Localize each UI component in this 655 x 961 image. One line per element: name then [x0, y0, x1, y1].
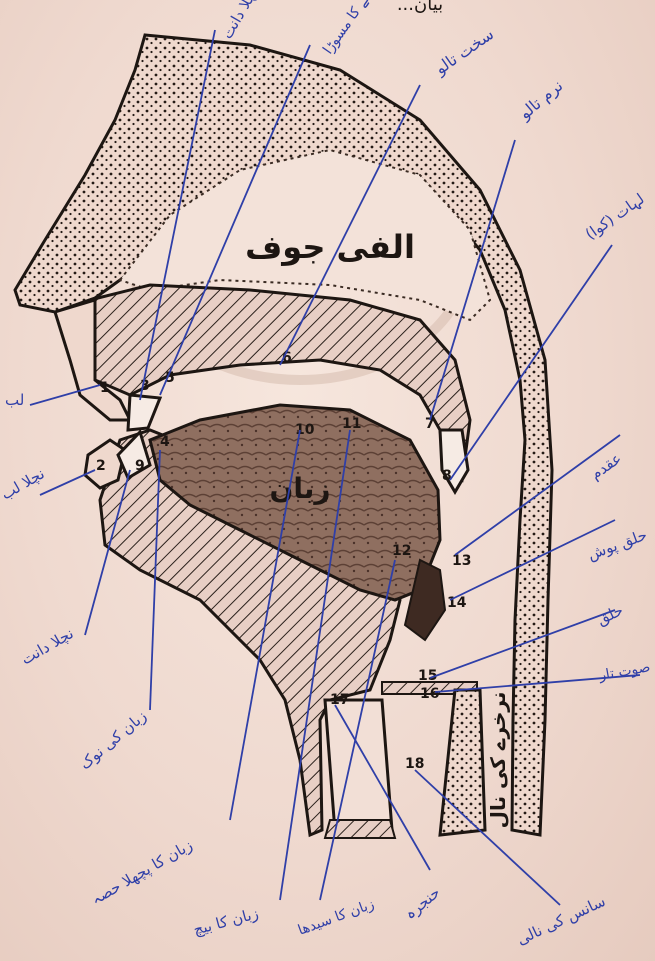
number-11: 11 [342, 416, 361, 432]
windpipe [325, 700, 392, 832]
number-8: 8 [442, 468, 452, 484]
number-18: 18 [405, 756, 424, 772]
windpipe-label: نرخرے کی نال [486, 692, 510, 829]
annotation-tongue-mid: زبان کا بیچ [191, 904, 260, 939]
annotation-lower-teeth: نچلا دانت [18, 624, 77, 668]
number-10: 10 [295, 422, 315, 438]
annotation-upper-teeth: پہلا دانت [218, 0, 263, 43]
annotation-tongue-tip: زبان کی نوک [76, 707, 150, 773]
annotation-alveolar-ridge: ٹہرٹانے کا مسوڑا [320, 0, 389, 57]
number-4: 4 [160, 434, 170, 450]
number-17: 17 [330, 692, 349, 708]
annotation-larynx: حلق [594, 601, 626, 629]
number-12: 12 [392, 543, 411, 559]
number-16: 16 [420, 686, 439, 702]
annotation-throat-pipe: حنجرہ [401, 883, 444, 923]
number-9: 9 [135, 458, 145, 474]
annotation-upper-lip: لب [5, 391, 24, 409]
tongue-label: زبان [269, 472, 330, 505]
annotation-lower-lip: نچلا لب [0, 464, 48, 503]
annotation-hard-palate: سخت تالو [431, 24, 498, 79]
annotation-food-pipe: سانس کی نالی [514, 892, 608, 949]
top-caption: ...بیان [397, 0, 443, 15]
annotation-soft-palate: نرم تالو [515, 76, 567, 125]
number-1: 1 [100, 380, 110, 396]
annotation-tongue-front: زبان کا سیدھا [296, 896, 377, 938]
annotation-uvula: لہات (کوا) [582, 190, 648, 244]
nasal-cavity-label: الفی جوف [245, 228, 415, 266]
number-2: 2 [96, 458, 106, 474]
upper-tooth [128, 395, 160, 430]
annotation-tongue-back: زبان کا پچھلا حصہ [88, 836, 196, 909]
number-13: 13 [452, 553, 471, 569]
annotation-vocal-cords: صوت تار [597, 659, 652, 684]
annotation-pharynx-cover: حلق پوش [585, 526, 650, 565]
